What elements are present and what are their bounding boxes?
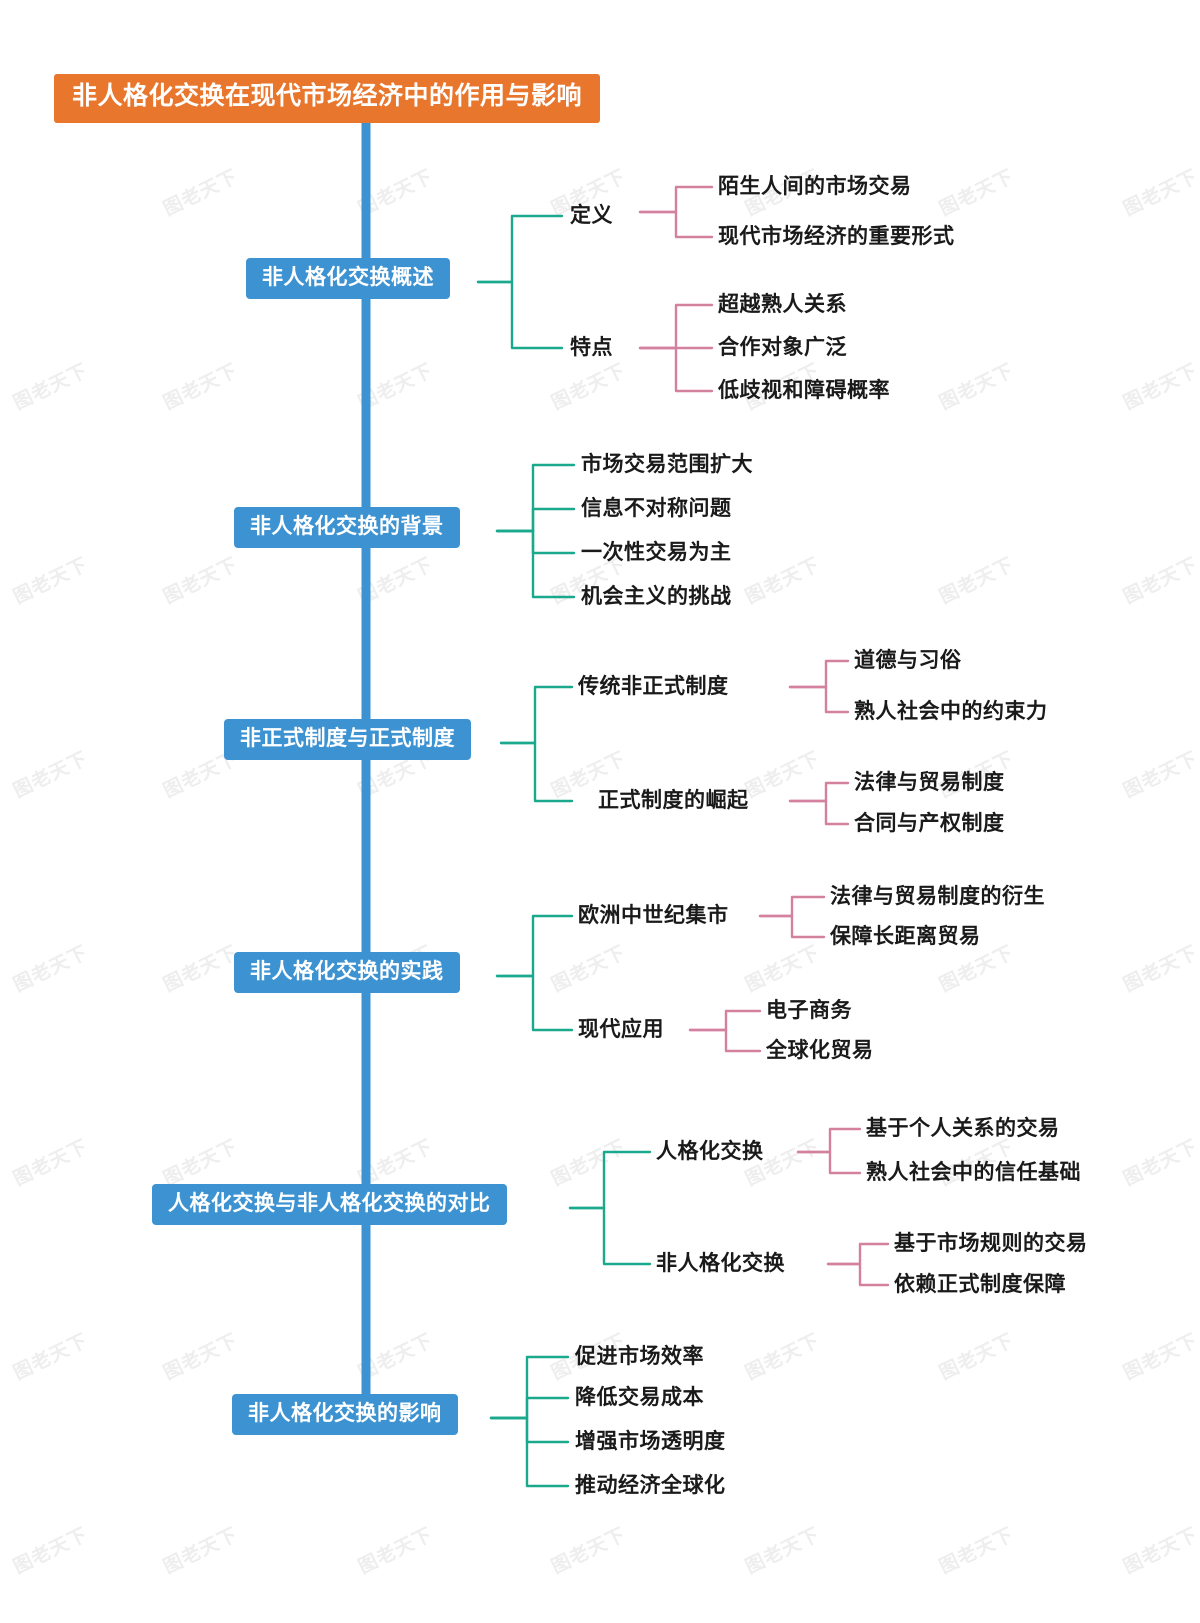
branch-node-4[interactable]: 非人格化交换的实践: [234, 952, 460, 994]
sub-node-4-2[interactable]: 现代应用: [578, 1018, 664, 1041]
link-b5-l3: [826, 1242, 890, 1266]
link-b4-sub2: [495, 974, 574, 1032]
link-b3-sub1: [499, 685, 574, 745]
leaf-node-6-1[interactable]: 促进市场效率: [575, 1345, 704, 1368]
leaf-node-1-1-2[interactable]: 现代市场经济的重要形式: [718, 225, 955, 248]
link-b6-l3: [489, 1416, 570, 1444]
branch-node-6[interactable]: 非人格化交换的影响: [232, 1394, 458, 1436]
leaf-node-1-1-1[interactable]: 陌生人间的市场交易: [718, 175, 912, 198]
branch-node-1[interactable]: 非人格化交换概述: [246, 258, 450, 300]
link-b1-l5: [638, 346, 714, 393]
link-b4-sub1: [495, 914, 574, 978]
link-b3-l3: [788, 781, 850, 803]
leaf-node-1-2-2[interactable]: 合作对象广泛: [718, 336, 847, 359]
link-b1-sub1: [476, 214, 564, 284]
link-b3-l4: [788, 799, 850, 826]
sub-node-3-2[interactable]: 正式制度的崛起: [598, 789, 749, 812]
sub-node-1-2[interactable]: 特点: [570, 336, 613, 359]
branch-node-5[interactable]: 人格化交换与非人格化交换的对比: [152, 1184, 507, 1226]
link-b4-l4: [688, 1028, 762, 1053]
link-b2-l4: [495, 529, 576, 599]
leaf-node-6-4[interactable]: 推动经济全球化: [575, 1474, 726, 1497]
leaf-node-1-2-3[interactable]: 低歧视和障碍概率: [718, 379, 890, 402]
leaf-node-4-2-2[interactable]: 全球化贸易: [766, 1039, 874, 1062]
sub-node-5-2[interactable]: 非人格化交换: [656, 1252, 785, 1275]
branch-node-2[interactable]: 非人格化交换的背景: [234, 507, 460, 549]
leaf-node-5-2-2[interactable]: 依赖正式制度保障: [894, 1273, 1066, 1296]
link-b3-sub2: [499, 741, 574, 803]
leaf-node-2-3[interactable]: 一次性交易为主: [581, 541, 732, 564]
link-b1-sub2: [476, 280, 564, 350]
link-b5-l4: [826, 1262, 890, 1287]
link-b2-l3: [495, 529, 576, 555]
branch-node-3[interactable]: 非正式制度与正式制度: [224, 719, 471, 761]
leaf-node-2-4[interactable]: 机会主义的挑战: [581, 585, 732, 608]
link-b4-l2: [758, 914, 826, 939]
link-b6-l1: [489, 1355, 570, 1420]
sub-node-4-1[interactable]: 欧洲中世纪集市: [578, 904, 729, 927]
link-b3-l2: [788, 685, 850, 714]
leaf-node-6-3[interactable]: 增强市场透明度: [575, 1430, 726, 1453]
leaf-node-2-2[interactable]: 信息不对称问题: [581, 497, 732, 520]
link-b5-l2: [796, 1150, 862, 1175]
leaf-node-4-2-1[interactable]: 电子商务: [766, 999, 852, 1022]
link-b5-sub1: [568, 1150, 652, 1210]
link-b1-l3: [638, 303, 714, 350]
leaf-node-1-2-1[interactable]: 超越熟人关系: [718, 293, 847, 316]
leaf-node-3-2-2[interactable]: 合同与产权制度: [854, 812, 1005, 835]
link-b6-l2: [489, 1396, 570, 1420]
leaf-node-4-1-1[interactable]: 法律与贸易制度的衍生: [830, 885, 1045, 908]
leaf-node-5-1-1[interactable]: 基于个人关系的交易: [866, 1117, 1060, 1140]
link-b2-l1: [495, 463, 576, 533]
link-b4-l3: [688, 1009, 762, 1032]
link-b5-sub2: [568, 1206, 652, 1266]
link-b4-l1: [758, 895, 826, 918]
link-b5-l1: [796, 1127, 862, 1154]
leaf-node-3-1-2[interactable]: 熟人社会中的约束力: [854, 700, 1048, 723]
sub-node-3-1[interactable]: 传统非正式制度: [578, 675, 729, 698]
link-b3-l1: [788, 659, 850, 689]
root-node[interactable]: 非人格化交换在现代市场经济中的作用与影响: [54, 74, 601, 123]
sub-node-5-1[interactable]: 人格化交换: [656, 1140, 764, 1163]
leaf-node-4-1-2[interactable]: 保障长距离贸易: [830, 925, 981, 948]
link-b6-l4: [489, 1416, 570, 1488]
leaf-node-5-2-1[interactable]: 基于市场规则的交易: [894, 1232, 1088, 1255]
leaf-node-3-1-1[interactable]: 道德与习俗: [854, 649, 962, 672]
link-b1-l1: [638, 185, 714, 214]
leaf-node-6-2[interactable]: 降低交易成本: [575, 1386, 704, 1409]
leaf-node-2-1[interactable]: 市场交易范围扩大: [581, 453, 753, 476]
leaf-node-5-1-2[interactable]: 熟人社会中的信任基础: [866, 1161, 1081, 1184]
link-b2-l2: [495, 507, 576, 533]
link-b1-l2: [638, 210, 714, 239]
sub-node-1-1[interactable]: 定义: [570, 204, 613, 227]
leaf-node-3-2-1[interactable]: 法律与贸易制度: [854, 771, 1005, 794]
